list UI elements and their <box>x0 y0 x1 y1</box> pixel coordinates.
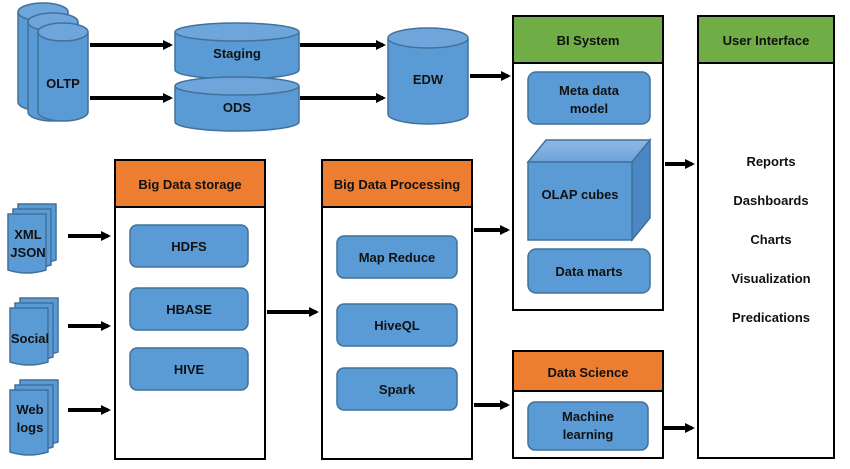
edw-database-icon <box>387 27 469 125</box>
data-marts-box <box>527 248 651 294</box>
hiveql-label: HiveQL <box>374 318 420 333</box>
xml-json-document-icon <box>7 203 57 274</box>
ui-item-dashboards: Dashboards <box>733 193 808 208</box>
big-data-storage-title: Big Data storage <box>138 177 241 192</box>
ui-item-charts: Charts <box>750 232 791 247</box>
ods-label: ODS <box>223 100 252 115</box>
data-science-title: Data Science <box>548 365 629 380</box>
spark-box <box>336 367 458 411</box>
json-label: JSON <box>10 245 45 260</box>
hiveql-box <box>336 303 458 347</box>
web-label: Web <box>16 402 43 417</box>
machine-learning-box <box>527 401 649 451</box>
big-data-processing-title: Big Data Processing <box>334 177 460 192</box>
machine-learning-line2: learning <box>563 427 614 442</box>
data-marts-label: Data marts <box>555 264 622 279</box>
ui-item-predications: Predications <box>732 310 810 325</box>
edw-label: EDW <box>413 72 444 87</box>
user-interface-title: User Interface <box>723 33 810 48</box>
oltp-label: OLTP <box>46 76 80 91</box>
xml-label: XML <box>14 227 42 242</box>
social-document-icon <box>9 297 59 366</box>
meta-data-model-line2: model <box>570 101 608 116</box>
user-interface-panel <box>697 15 835 459</box>
meta-data-model-box <box>527 71 651 125</box>
hbase-box <box>129 287 249 331</box>
hdfs-label: HDFS <box>171 239 207 254</box>
social-label: Social <box>11 331 49 346</box>
olap-cubes-label: OLAP cubes <box>541 187 618 202</box>
oltp-database-icon <box>17 2 89 122</box>
web-logs-document-icon <box>9 379 59 456</box>
olap-cube-icon <box>526 137 652 243</box>
meta-data-model-line1: Meta data <box>559 83 620 98</box>
ods-database-icon <box>174 76 300 132</box>
map-reduce-label: Map Reduce <box>359 250 436 265</box>
bi-system-title: BI System <box>557 33 620 48</box>
machine-learning-line1: Machine <box>562 409 614 424</box>
ui-item-visualization: Visualization <box>731 271 810 286</box>
spark-label: Spark <box>379 382 416 397</box>
hive-label: HIVE <box>174 362 205 377</box>
hdfs-box <box>129 224 249 268</box>
map-reduce-box <box>336 235 458 279</box>
logs-label: logs <box>17 420 44 435</box>
hbase-label: HBASE <box>166 302 212 317</box>
ui-item-reports: Reports <box>746 154 795 169</box>
hive-box <box>129 347 249 391</box>
staging-database-icon <box>174 22 300 80</box>
staging-label: Staging <box>213 46 261 61</box>
